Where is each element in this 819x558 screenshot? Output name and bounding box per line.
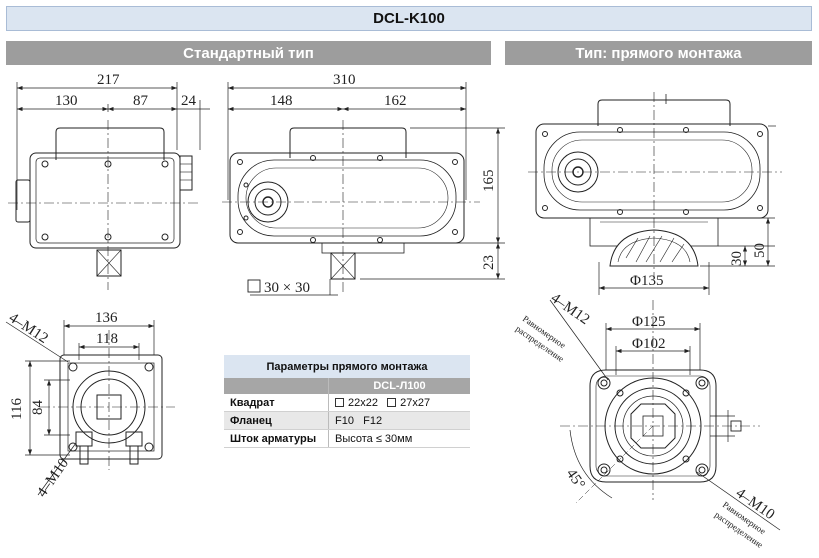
section-direct-header: Тип: прямого монтажа xyxy=(505,41,812,65)
table-row: Фланец F10 F12 xyxy=(224,411,470,430)
standard-front-view: 310 148 162 165 23 30 × 30 xyxy=(222,72,505,296)
dim-phi125: Φ125 xyxy=(632,314,665,330)
dim-118: 118 xyxy=(96,331,118,347)
dim-50: 50 xyxy=(752,243,768,258)
table-model: DCL-Л100 xyxy=(328,378,470,394)
label-4-m12: 4–M12 xyxy=(6,310,51,347)
dim-84: 84 xyxy=(30,400,46,416)
row-value: F12 xyxy=(363,414,383,427)
section-standard-header: Стандартный тип xyxy=(6,41,491,65)
square-icon xyxy=(335,397,344,407)
dim-24: 24 xyxy=(181,93,197,109)
label-4-m12-direct: 4–M12 xyxy=(548,290,593,328)
row-value: Высота ≤ 30мм xyxy=(328,429,470,448)
dim-310: 310 xyxy=(333,72,356,88)
table-header: Параметры прямого монтажа xyxy=(224,355,470,378)
row-value: 22x22 xyxy=(348,396,378,409)
section-direct-title: Тип: прямого монтажа xyxy=(575,44,742,62)
direct-flange-view: Φ125 Φ102 45° 4–M12 Равномерное распреде… xyxy=(514,290,781,550)
title-bar: DCL-K100 xyxy=(6,6,812,31)
dim-136: 136 xyxy=(95,310,118,326)
standard-side-view: 217 130 87 24 xyxy=(8,72,210,290)
dim-45-degrees: 45° xyxy=(563,466,588,492)
dim-116: 116 xyxy=(9,398,25,420)
dim-148: 148 xyxy=(270,93,293,109)
section-standard-title: Стандартный тип xyxy=(183,44,314,62)
row-value: 27x27 xyxy=(400,396,431,409)
label-4-m10: 4–M10 xyxy=(34,456,72,501)
table-title: Параметры прямого монтажа xyxy=(224,355,470,378)
dim-phi135: Φ135 xyxy=(630,273,663,289)
table-row: Шток арматуры Высота ≤ 30мм xyxy=(224,429,470,448)
dim-165: 165 xyxy=(481,170,497,193)
row-value: F10 xyxy=(335,414,354,427)
table-row: Квадрат 22x22 27x27 xyxy=(224,394,470,412)
table-subheader: DCL-Л100 xyxy=(224,378,470,394)
parameters-table: Параметры прямого монтажа DCL-Л100 Квадр… xyxy=(224,355,470,448)
dim-23: 23 xyxy=(481,255,497,270)
row-label: Фланец xyxy=(224,411,329,430)
dim-217: 217 xyxy=(97,72,120,88)
dim-30x30: 30 × 30 xyxy=(264,280,310,296)
direct-front-view: Φ135 30 50 xyxy=(528,92,782,295)
page-title: DCL-K100 xyxy=(373,10,445,27)
row-label: Квадрат xyxy=(224,394,329,412)
dim-130: 130 xyxy=(55,93,78,109)
standard-flange-view: 136 118 116 84 4–M12 4–M10 xyxy=(5,310,175,501)
dim-162: 162 xyxy=(384,93,407,109)
dim-30: 30 xyxy=(729,251,745,266)
square-icon xyxy=(387,397,397,407)
dim-phi102: Φ102 xyxy=(632,336,665,352)
row-label: Шток арматуры xyxy=(224,429,329,448)
dim-87: 87 xyxy=(133,93,149,109)
